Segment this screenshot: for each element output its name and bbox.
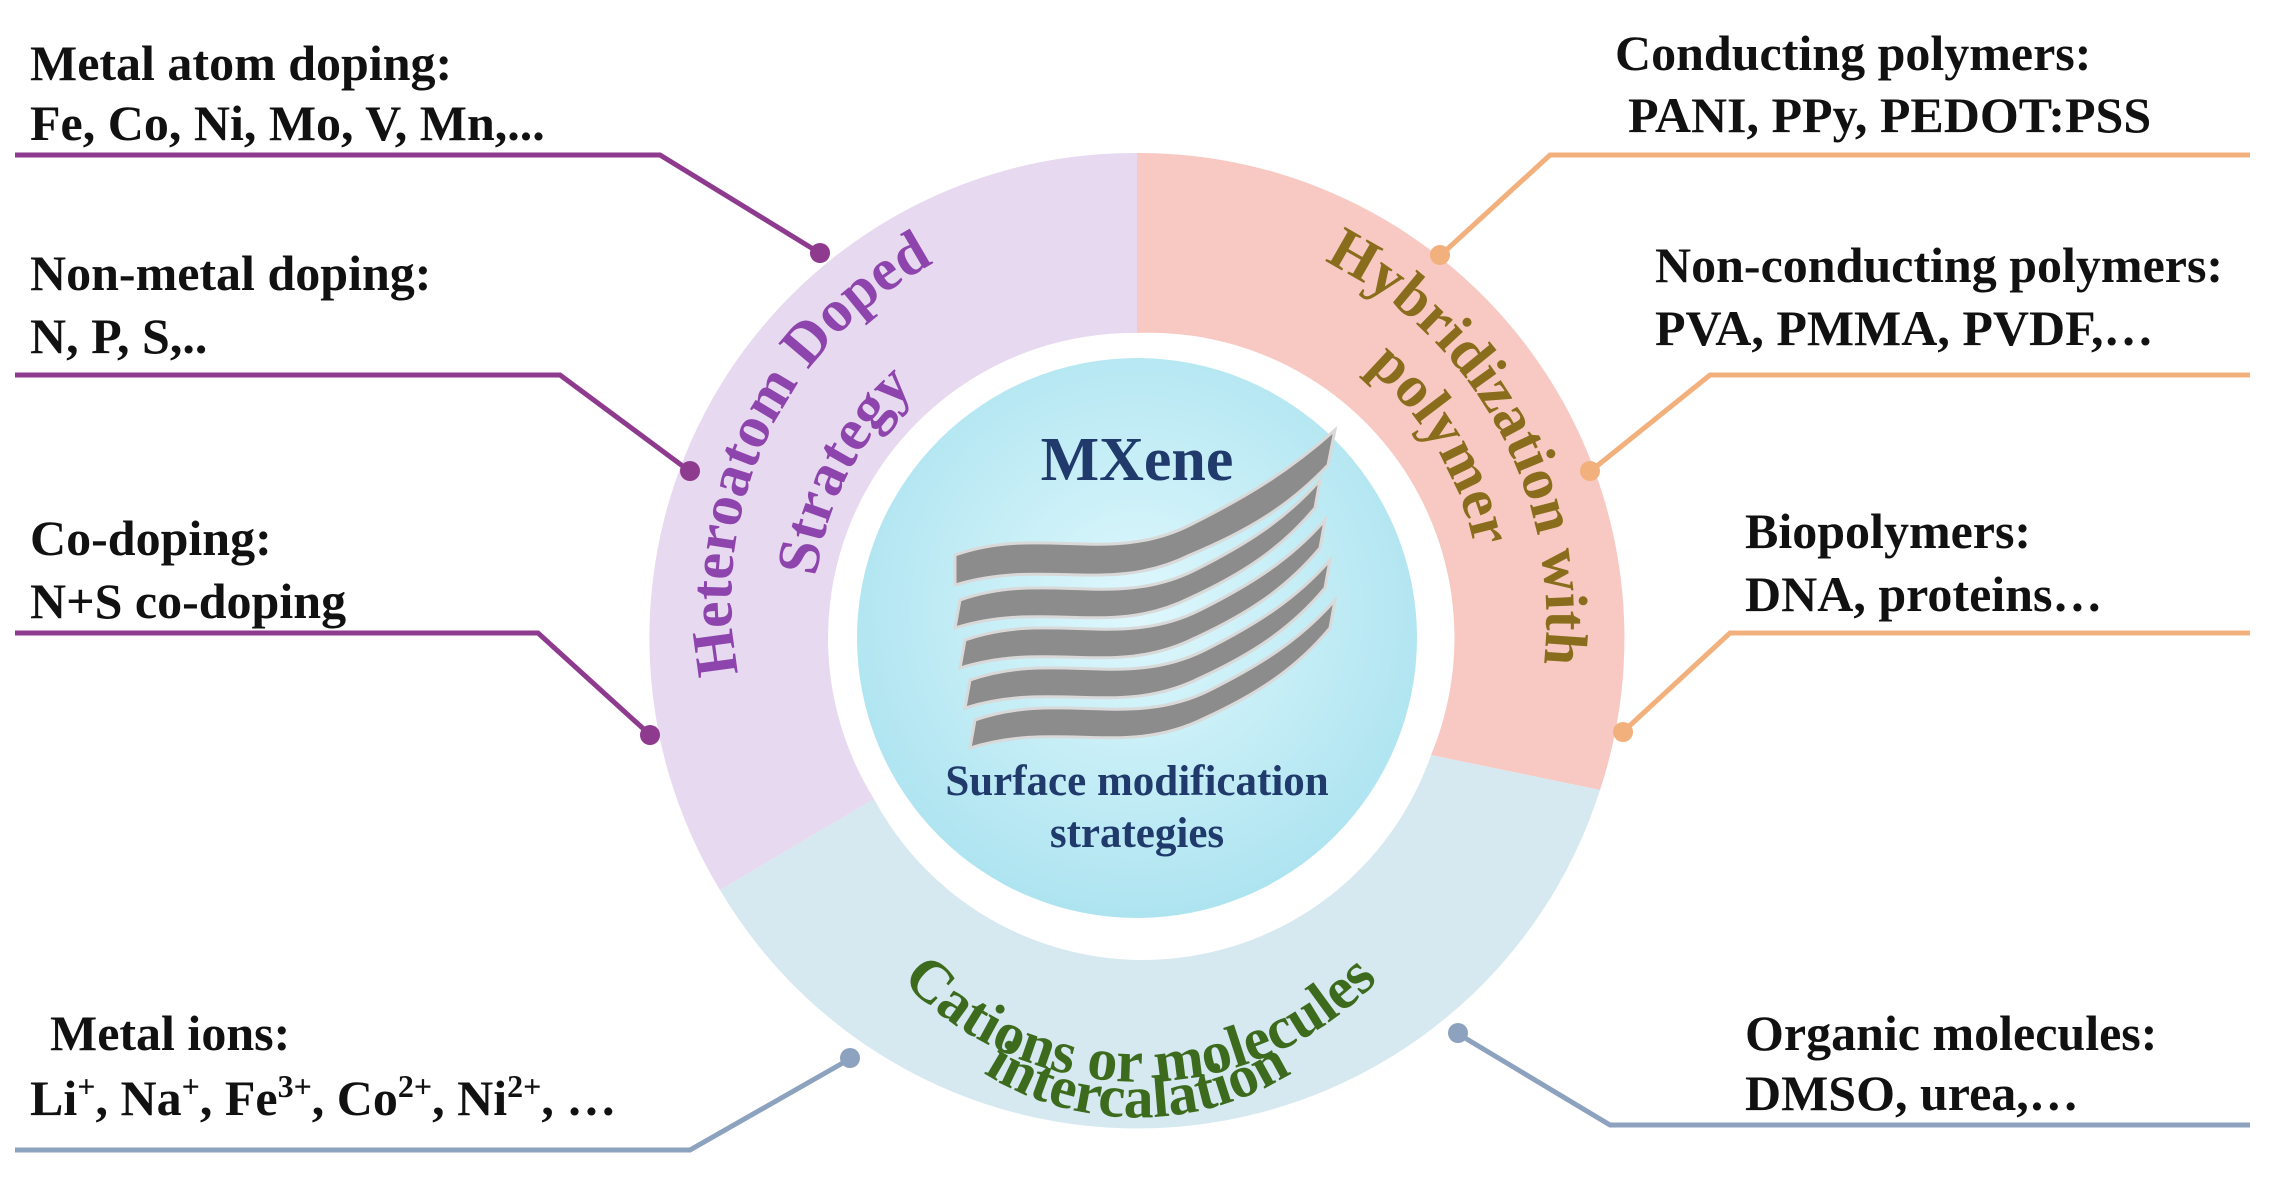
metal-ions-detail: Li+, Na+, Fe3+, Co2+, Ni2+, … xyxy=(30,1068,616,1126)
dot-conducting xyxy=(1430,245,1450,265)
organic-detail: DMSO, urea,… xyxy=(1745,1065,2079,1121)
bottom-connectors xyxy=(15,1032,2250,1153)
codoping-title: Co-doping: xyxy=(30,510,272,566)
connector-metal-ions xyxy=(15,1057,850,1153)
ion-separator: , xyxy=(432,1070,457,1126)
nonmetal-doping-title: Non-metal doping: xyxy=(30,245,431,301)
connector-nonmetal-doping xyxy=(15,372,690,473)
center-subtitle: Surface modification xyxy=(945,758,1328,805)
ion-separator: , xyxy=(95,1070,120,1126)
connector-nonconducting xyxy=(1590,372,2250,472)
segment-intercalation xyxy=(720,755,1600,1129)
ion-charge: + xyxy=(182,1068,200,1104)
segment-polymer xyxy=(1137,152,1625,790)
connector-metal-doping xyxy=(15,152,820,255)
conducting-detail: PANI, PPy, PEDOT:PSS xyxy=(1628,87,2151,143)
right-connectors xyxy=(1440,152,2250,732)
connector-organic xyxy=(1458,1032,2250,1128)
ion-symbol: Ni xyxy=(457,1070,507,1126)
segment-heteroatom xyxy=(649,152,1137,890)
biopolymers-title: Biopolymers: xyxy=(1745,503,2031,559)
metal-doping-detail: Fe, Co, Ni, Mo, V, Mn,... xyxy=(30,95,545,151)
codoping-detail: N+S co-doping xyxy=(30,573,346,629)
dot-metal-ions xyxy=(840,1048,860,1068)
ion-symbol: Co xyxy=(337,1070,398,1126)
dot-nonconducting xyxy=(1580,461,1600,481)
bottom-connector-dots xyxy=(840,1023,1468,1068)
connector-codoping xyxy=(15,630,650,735)
ion-symbol: Fe xyxy=(225,1070,278,1126)
right-connector-dots xyxy=(1430,245,1633,742)
ion-charge: 3+ xyxy=(278,1068,312,1104)
center-subtitle-line2: strategies xyxy=(1050,810,1224,857)
nonconducting-detail: PVA, PMMA, PVDF,… xyxy=(1655,300,2154,356)
biopolymers-detail: DNA, proteins… xyxy=(1745,566,2102,622)
center-title: MXene xyxy=(1041,426,1234,494)
dot-metal-doping xyxy=(810,243,830,263)
ion-separator: , xyxy=(200,1070,225,1126)
ion-separator: , xyxy=(312,1070,337,1126)
ion-charge: 2+ xyxy=(507,1068,541,1104)
ion-symbol: Li xyxy=(30,1070,77,1126)
dot-organic xyxy=(1448,1023,1468,1043)
left-connector-dots xyxy=(640,243,830,745)
ion-charge: + xyxy=(77,1068,95,1104)
left-connectors xyxy=(15,152,820,735)
ion-symbol: Na xyxy=(120,1070,181,1126)
ion-charge: 2+ xyxy=(398,1068,432,1104)
dot-codoping xyxy=(640,725,660,745)
conducting-title: Conducting polymers: xyxy=(1615,25,2091,81)
mxene-stack-icon xyxy=(953,425,1338,751)
connector-conducting xyxy=(1440,152,2250,256)
organic-title: Organic molecules: xyxy=(1745,1005,2157,1061)
metal-doping-title: Metal atom doping: xyxy=(30,35,452,91)
dot-biopolymers xyxy=(1613,722,1633,742)
nonconducting-title: Non-conducting polymers: xyxy=(1655,237,2223,293)
dot-nonmetal-doping xyxy=(680,461,700,481)
metal-ions-title: Metal ions: xyxy=(50,1005,290,1061)
connector-biopolymers xyxy=(1623,630,2250,732)
nonmetal-doping-detail: N, P, S,.. xyxy=(30,308,207,364)
ion-separator: , … xyxy=(541,1070,616,1126)
